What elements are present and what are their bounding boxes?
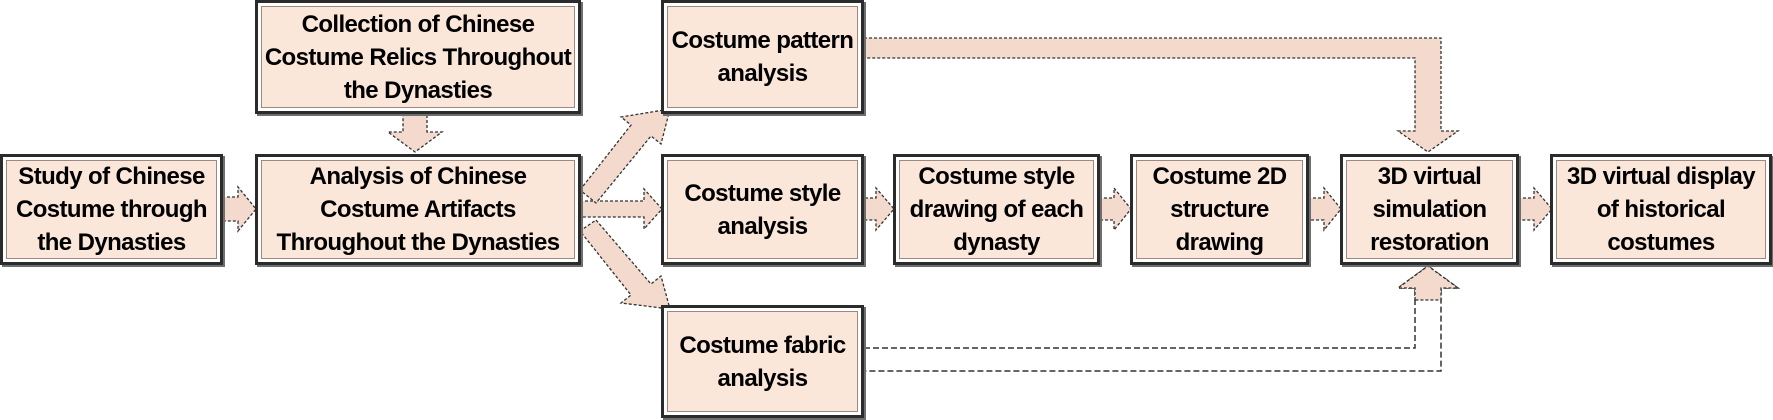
node-pattern-analysis-label: Costume pattern analysis: [671, 27, 854, 87]
node-fabric-analysis: Costume fabric analysis: [661, 305, 864, 418]
node-style-drawing-label: Costume style drawing of each dynasty: [909, 163, 1084, 256]
node-pattern-analysis: Costume pattern analysis: [661, 0, 864, 114]
arrow-analysis-to-pattern: [579, 108, 671, 204]
arrow-style-drawing-to-structure: [1098, 186, 1132, 232]
node-study-label: Study of Chinese Costume through the Dyn…: [16, 163, 208, 256]
arrow-analysis-to-style: [579, 187, 663, 231]
arrow-study-to-analysis: [221, 185, 257, 233]
node-analysis-artifacts: Analysis of Chinese Costume Artifacts Th…: [255, 154, 581, 265]
arrow-analysis-to-fabric: [579, 219, 671, 310]
node-style-analysis-label: Costume style analysis: [684, 179, 841, 240]
node-study: Study of Chinese Costume through the Dyn…: [0, 154, 223, 265]
node-style-drawing: Costume style drawing of each dynasty: [893, 154, 1100, 265]
node-collection-label: Collection of Chinese Costume Relics Thr…: [264, 10, 572, 104]
node-2d-structure-label: Costume 2D structure drawing: [1152, 163, 1287, 256]
node-style-analysis: Costume style analysis: [661, 154, 864, 265]
node-analysis-artifacts-label: Analysis of Chinese Costume Artifacts Th…: [276, 163, 561, 256]
arrow-fabric-line-upper: [864, 265, 1461, 372]
arrow-pattern-to-simulation: [863, 37, 1461, 153]
node-3d-simulation-label: 3D virtual simulation restoration: [1370, 163, 1489, 256]
node-2d-structure: Costume 2D structure drawing: [1130, 154, 1309, 265]
arrow-fabric-head: [1396, 265, 1460, 301]
node-fabric-analysis-label: Costume fabric analysis: [679, 331, 846, 392]
arrow-simulation-to-display: [1517, 186, 1553, 232]
arrow-style-to-style-drawing: [859, 186, 895, 232]
node-3d-simulation: 3D virtual simulation restoration: [1340, 154, 1519, 265]
node-3d-display-label: 3D virtual display of historical costume…: [1567, 163, 1756, 256]
node-collection: Collection of Chinese Costume Relics Thr…: [255, 0, 581, 114]
arrow-collection-to-analysis: [386, 113, 444, 153]
node-3d-display: 3D virtual display of historical costume…: [1550, 154, 1772, 265]
arrow-structure-to-simulation: [1307, 186, 1342, 232]
arrow-fabric-to-simulation: [864, 266, 1458, 371]
